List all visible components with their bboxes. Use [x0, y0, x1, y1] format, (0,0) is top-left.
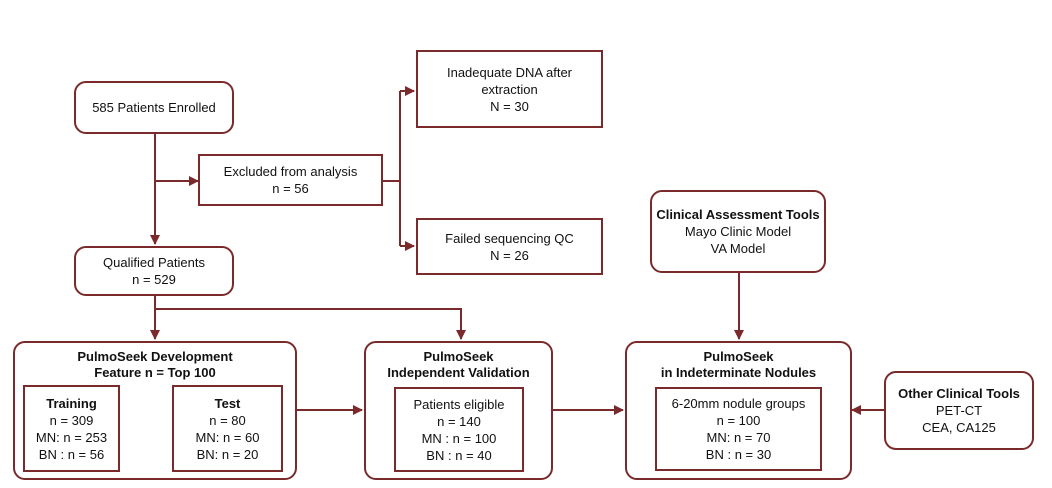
validation-mn: MN : n = 100 — [421, 430, 497, 446]
validation-box: PulmoSeek Independent Validation Patient… — [364, 341, 553, 480]
training-n: n = 309 — [49, 412, 94, 428]
qualified-label: Qualified Patients — [103, 255, 205, 270]
indeterminate-bn: BN : n = 30 — [705, 447, 772, 462]
development-title-2: Feature n = Top 100 — [94, 365, 216, 380]
qualified-count: n = 529 — [132, 272, 176, 287]
other-tools-markers: CEA, CA125 — [922, 420, 996, 435]
training-title: Training — [46, 395, 97, 411]
enrolled-box: 585 Patients Enrolled — [74, 81, 234, 134]
clinical-tools-title: Clinical Assessment Tools — [656, 207, 820, 222]
indeterminate-title-1: PulmoSeek — [703, 349, 774, 364]
excluded-count: n = 56 — [272, 181, 309, 196]
failed-qc-box: Failed sequencing QC N = 26 — [416, 218, 603, 275]
excluded-label: Excluded from analysis — [223, 164, 358, 179]
arrow-qualified-to-validation — [155, 308, 466, 340]
indeterminate-n: n = 100 — [716, 413, 761, 428]
indeterminate-title-2: in Indeterminate Nodules — [660, 365, 817, 380]
inadequate-dna-label-1: Inadequate DNA after — [446, 64, 573, 80]
validation-n: n = 140 — [437, 413, 481, 429]
inadequate-dna-count: N = 30 — [490, 98, 529, 114]
failed-qc-label: Failed sequencing QC — [445, 230, 574, 246]
test-box: Test n = 80 MN: n = 60 BN: n = 20 — [172, 385, 283, 472]
clinical-tools-va: VA Model — [710, 241, 766, 256]
validation-title-2: Independent Validation — [387, 365, 530, 380]
inadequate-dna-label-2: extraction — [481, 81, 538, 97]
failed-qc-count: N = 26 — [490, 247, 529, 263]
training-mn: MN: n = 253 — [35, 429, 108, 445]
indeterminate-groups: 6-20mm nodule groups — [671, 396, 806, 411]
development-box: PulmoSeek Development Feature n = Top 10… — [13, 341, 297, 480]
other-tools-pet: PET-CT — [935, 403, 983, 418]
validation-bn: BN : n = 40 — [426, 447, 492, 463]
test-bn: BN: n = 20 — [196, 446, 259, 462]
validation-title-1: PulmoSeek — [423, 349, 494, 364]
training-box: Training n = 309 MN: n = 253 BN : n = 56 — [23, 385, 120, 472]
other-tools-box: Other Clinical Tools PET-CT CEA, CA125 — [884, 371, 1034, 450]
excluded-box: Excluded from analysis n = 56 — [198, 154, 383, 206]
test-title: Test — [214, 395, 241, 411]
clinical-tools-mayo: Mayo Clinic Model — [684, 224, 792, 239]
test-n: n = 80 — [209, 412, 246, 428]
enrolled-label: 585 Patients Enrolled — [92, 100, 216, 115]
indeterminate-mn: MN: n = 70 — [706, 430, 771, 445]
validation-eligible: Patients eligible — [413, 396, 505, 412]
training-bn: BN : n = 56 — [38, 446, 105, 462]
validation-inner-box: Patients eligible n = 140 MN : n = 100 B… — [394, 387, 524, 472]
test-mn: MN: n = 60 — [195, 429, 260, 445]
other-tools-title: Other Clinical Tools — [898, 386, 1020, 401]
indeterminate-inner-box: 6-20mm nodule groups n = 100 MN: n = 70 … — [655, 387, 822, 471]
development-title-1: PulmoSeek Development — [77, 349, 233, 364]
clinical-tools-box: Clinical Assessment Tools Mayo Clinic Mo… — [650, 190, 826, 273]
qualified-box: Qualified Patients n = 529 — [74, 246, 234, 296]
indeterminate-box: PulmoSeek in Indeterminate Nodules 6-20m… — [625, 341, 852, 480]
inadequate-dna-box: Inadequate DNA after extraction N = 30 — [416, 50, 603, 128]
